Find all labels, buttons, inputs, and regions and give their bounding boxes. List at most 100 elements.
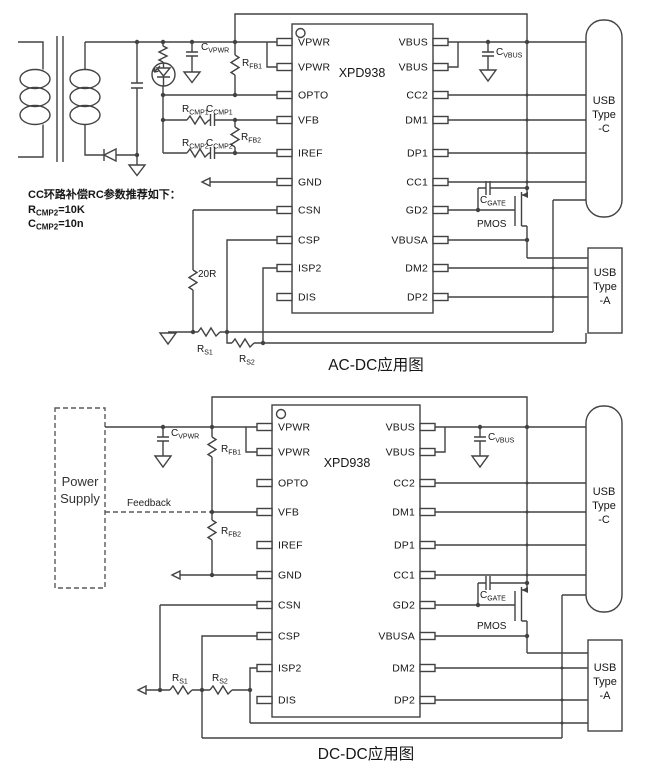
c-vbus-capacitor <box>474 427 486 456</box>
r-s1-resistor <box>197 326 221 338</box>
pin-label: VBUS <box>399 62 428 74</box>
power-supply-box <box>54 407 106 589</box>
ic-xpd938-top: XPD938 VPWR VPWR OPTO VFB IREF GND <box>276 23 449 314</box>
caption-ac-dc: AC-DC应用图 <box>328 355 424 374</box>
vbus-rail-bottom <box>435 426 586 469</box>
usb-type-a-connector-top <box>587 247 623 334</box>
usb-a-label: USB <box>594 662 617 674</box>
label-c-vbus: CVBUS <box>488 432 515 445</box>
ac-dc-circuit: XPD938 VPWR VPWR OPTO VFB IREF GND <box>18 13 623 374</box>
usb-type-a-connector-bottom <box>587 639 623 732</box>
r-s1-resistor <box>169 684 193 696</box>
pin-label: ISP2 <box>278 663 302 675</box>
usb-c-label: -C <box>598 123 610 135</box>
usb-a-label: -A <box>600 690 612 702</box>
pin-label: VBUS <box>386 447 415 459</box>
c-vpwr-capacitor-bottom <box>153 427 173 469</box>
sense-resistors-bottom <box>136 604 588 739</box>
usb-c-label: USB <box>593 95 616 107</box>
light-arrow-icon <box>153 65 161 73</box>
pin1-marker-icon <box>275 408 287 420</box>
label-r-fb1: RFB1 <box>242 58 262 71</box>
pin1-marker-icon <box>295 27 306 39</box>
junction-dots <box>134 39 555 346</box>
pin-label: CSP <box>278 631 300 643</box>
pin-label: VFB <box>278 507 299 519</box>
power-supply-label: Power <box>62 474 100 489</box>
usb-data-wires <box>448 94 588 332</box>
chip-name: XPD938 <box>339 66 386 80</box>
label-r-s2: RS2 <box>239 354 255 367</box>
usb-c-label: USB <box>593 486 616 498</box>
pin-label: DP2 <box>394 695 415 707</box>
vpwr-rail <box>85 13 528 68</box>
label-c-vpwr: CVPWR <box>201 42 229 55</box>
ic-xpd938-bottom: XPD938 VPWR VPWR OPTO VFB IREF GND <box>256 404 436 718</box>
label-r-fb1: RFB1 <box>221 444 241 457</box>
pin-label: VBUS <box>399 37 428 49</box>
pmos-switch-bottom <box>435 427 588 654</box>
label-feedback: Feedback <box>127 498 172 509</box>
usb-c-label: Type <box>592 109 616 121</box>
pin-label: VPWR <box>278 422 311 434</box>
usb-a-label: USB <box>594 267 617 279</box>
label-r-cmp2: RCMP2 <box>182 138 209 151</box>
pin-label: IREF <box>278 540 303 552</box>
note-line2: RCMP2=10K <box>28 204 85 218</box>
junction-dots-bottom <box>157 424 564 725</box>
usb-a-label: Type <box>593 676 617 688</box>
pin-labels: VPWR VPWR OPTO VFB IREF GND CSN CSP ISP2… <box>298 37 428 304</box>
usb-data-wires-bottom <box>435 482 588 738</box>
pin-label: DM1 <box>405 115 428 127</box>
diode <box>102 147 117 163</box>
pin-label: DIS <box>298 292 316 304</box>
ic-body <box>291 23 434 314</box>
ic-body <box>271 404 421 718</box>
usb-a-label: Type <box>593 281 617 293</box>
output-rectifier <box>102 42 147 177</box>
chip-name: XPD938 <box>324 456 371 470</box>
pin-label: VFB <box>298 115 319 127</box>
pin-label: DP1 <box>394 540 415 552</box>
pin-label: DP2 <box>407 292 428 304</box>
pin-label: CSN <box>298 205 321 217</box>
compensation-network <box>163 42 277 159</box>
pin-label: VPWR <box>298 37 331 49</box>
pin-label: DIS <box>278 695 296 707</box>
pin-label: OPTO <box>278 478 308 490</box>
pin-label: OPTO <box>298 90 328 102</box>
label-20r: 20R <box>198 269 216 280</box>
component-labels: CVPWR RFB1 RCMP1 CCMP1 RCMP2 CCMP2 RFB2 … <box>182 42 523 367</box>
caption-dc-dc: DC-DC应用图 <box>318 744 414 763</box>
label-r-s2: RS2 <box>212 673 228 686</box>
ground-symbol <box>127 164 147 177</box>
pin-label: VBUSA <box>391 235 428 247</box>
usb-c-label: Type <box>592 500 616 512</box>
component-labels-bottom: CVPWR RFB1 Feedback RFB2 RS1 RS2 CVBUS C… <box>127 428 515 686</box>
c-vbus-capacitor <box>482 42 494 70</box>
pin-label: VBUS <box>386 422 415 434</box>
vpwr-rail-bottom <box>105 396 528 453</box>
label-c-cmp1: CCMP1 <box>206 104 233 117</box>
dc-dc-circuit: Power Supply <box>54 396 623 763</box>
c-gate-capacitor <box>477 576 527 605</box>
r-20-resistor <box>187 210 199 332</box>
c-gate-capacitor <box>477 181 527 210</box>
optocoupler <box>151 42 176 153</box>
label-c-cmp2: CCMP2 <box>206 138 233 151</box>
ground-symbol <box>158 332 178 346</box>
label-r-s1: RS1 <box>172 673 188 686</box>
pin-label: ISP2 <box>298 263 322 275</box>
label-r-fb2: RFB2 <box>241 132 261 145</box>
label-pmos: PMOS <box>477 621 507 632</box>
label-c-vpwr: CVPWR <box>171 428 199 441</box>
note-line3: CCMP2=10n <box>28 218 84 232</box>
ground-symbol <box>478 69 498 83</box>
ground-symbol <box>182 71 202 84</box>
gnd-pin-wire <box>200 176 277 188</box>
pin-label: VBUSA <box>378 631 415 643</box>
c-vpwr-capacitor <box>182 42 202 84</box>
label-c-gate: CGATE <box>480 195 506 208</box>
